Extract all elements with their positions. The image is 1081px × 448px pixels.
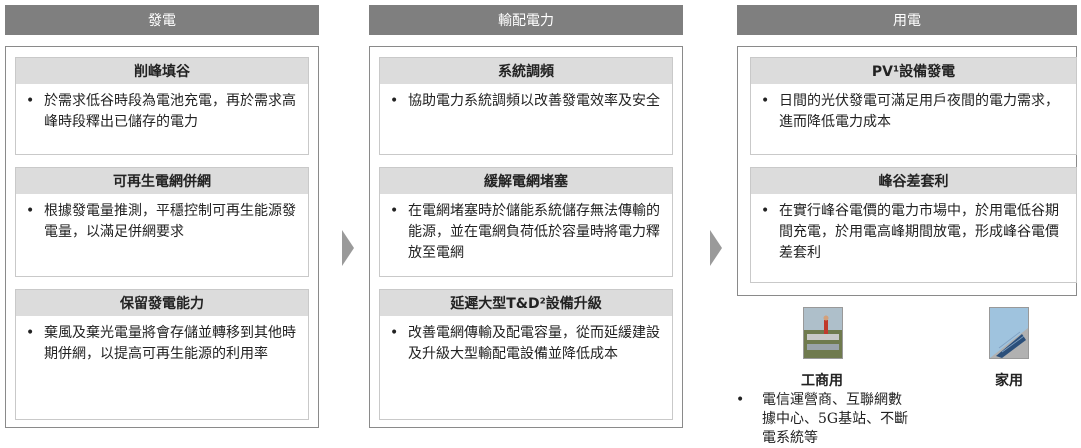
card-congestion-relief: 緩解電網堵塞 • 在電網堵塞時於儲能系統儲存無法傳輸的能源，並在電網負荷低於容量…	[379, 167, 673, 277]
card-title: 延遲大型T&D²設備升級	[380, 290, 672, 316]
column-header-generation: 發電	[5, 5, 319, 35]
card-text: 改善電網傳輸及配電容量，從而延緩建設及升級大型輸配電設備並降低成本	[408, 325, 660, 362]
card-title: 峰谷差套利	[751, 168, 1076, 194]
commercial-use-label: 工商用	[801, 373, 843, 389]
commercial-photo	[803, 307, 843, 359]
card-peak-shaving: 削峰填谷 • 於需求低谷時段為電池充電，再於需求高峰時段釋出已儲存的電力	[15, 57, 309, 155]
card-body: • 根據發電量推測，平穩控制可再生能源發電量，以滿足併網要求	[16, 194, 308, 243]
card-body: • 改善電網傳輸及配電容量，從而延緩建設及升級大型輸配電設備並降低成本	[380, 316, 672, 365]
card-body: • 在電網堵塞時於儲能系統儲存無法傳輸的能源，並在電網負荷低於容量時將電力釋放至…	[380, 194, 672, 264]
card-pv-generation: PV¹設備發電 • 日間的光伏發電可滿足用戶夜間的電力需求，進而降低電力成本	[750, 57, 1077, 155]
column-header-transmission: 輸配電力	[369, 5, 683, 35]
bullet-icon: •	[736, 392, 745, 408]
card-frequency-regulation: 系統調頻 • 協助電力系統調頻以改善發電效率及安全	[379, 57, 673, 155]
commercial-use-note: • 電信運營商、互聯網數據中心、5G基站、不斷電系統等	[736, 391, 962, 448]
generation-frame	[5, 46, 319, 428]
card-text: 日間的光伏發電可滿足用戶夜間的電力需求，進而降低電力成本	[779, 93, 1059, 130]
card-title: 削峰填谷	[16, 58, 308, 84]
bullet-icon: •	[390, 93, 399, 109]
card-renewable-grid: 可再生電網併網 • 根據發電量推測，平穩控制可再生能源發電量，以滿足併網要求	[15, 167, 309, 277]
bullet-icon: •	[26, 203, 35, 219]
card-text: 在電網堵塞時於儲能系統儲存無法傳輸的能源，並在電網負荷低於容量時將電力釋放至電網	[408, 203, 660, 261]
commercial-use-note-text: 電信運營商、互聯網數據中心、5G基站、不斷電系統等	[762, 392, 909, 446]
household-use-label: 家用	[995, 373, 1023, 389]
card-body: • 協助電力系統調頻以改善發電效率及安全	[380, 84, 672, 112]
card-body: • 日間的光伏發電可滿足用戶夜間的電力需求，進而降低電力成本	[751, 84, 1076, 133]
card-text: 在實行峰谷電價的電力市場中，於用電低谷期間充電，於用電高峰期間放電，形成峰谷電價…	[779, 203, 1059, 261]
bullet-icon: •	[390, 325, 399, 341]
card-title: 保留發電能力	[16, 290, 308, 316]
card-body: • 在實行峰谷電價的電力市場中，於用電低谷期間充電，於用電高峰期間放電，形成峰谷…	[751, 194, 1076, 264]
transmission-frame	[369, 46, 683, 428]
bullet-icon: •	[761, 93, 770, 109]
bullet-icon: •	[390, 203, 399, 219]
card-td-deferral: 延遲大型T&D²設備升級 • 改善電網傳輸及配電容量，從而延緩建設及升級大型輸配…	[379, 289, 673, 420]
column-header-consumption: 用電	[737, 5, 1077, 35]
bullet-icon: •	[26, 325, 35, 341]
card-body: • 於需求低谷時段為電池充電，再於需求高峰時段釋出已儲存的電力	[16, 84, 308, 133]
card-text: 根據發電量推測，平穩控制可再生能源發電量，以滿足併網要求	[44, 203, 296, 240]
card-peak-valley-arbitrage: 峰谷差套利 • 在實行峰谷電價的電力市場中，於用電低谷期間充電，於用電高峰期間放…	[750, 167, 1077, 283]
flow-arrow-1	[342, 230, 354, 266]
household-photo	[989, 307, 1029, 359]
card-title: PV¹設備發電	[751, 58, 1076, 84]
card-text: 協助電力系統調頻以改善發電效率及安全	[408, 93, 660, 109]
card-text: 於需求低谷時段為電池充電，再於需求高峰時段釋出已儲存的電力	[44, 93, 296, 130]
card-title: 緩解電網堵塞	[380, 168, 672, 194]
card-reserve-capacity: 保留發電能力 • 棄風及棄光電量將會存儲並轉移到其他時期併網，以提高可再生能源的…	[15, 289, 309, 420]
bullet-icon: •	[761, 203, 770, 219]
card-body: • 棄風及棄光電量將會存儲並轉移到其他時期併網，以提高可再生能源的利用率	[16, 316, 308, 365]
card-title: 系統調頻	[380, 58, 672, 84]
bullet-icon: •	[26, 93, 35, 109]
card-text: 棄風及棄光電量將會存儲並轉移到其他時期併網，以提高可再生能源的利用率	[44, 325, 296, 362]
card-title: 可再生電網併網	[16, 168, 308, 194]
flow-arrow-2	[710, 230, 722, 266]
